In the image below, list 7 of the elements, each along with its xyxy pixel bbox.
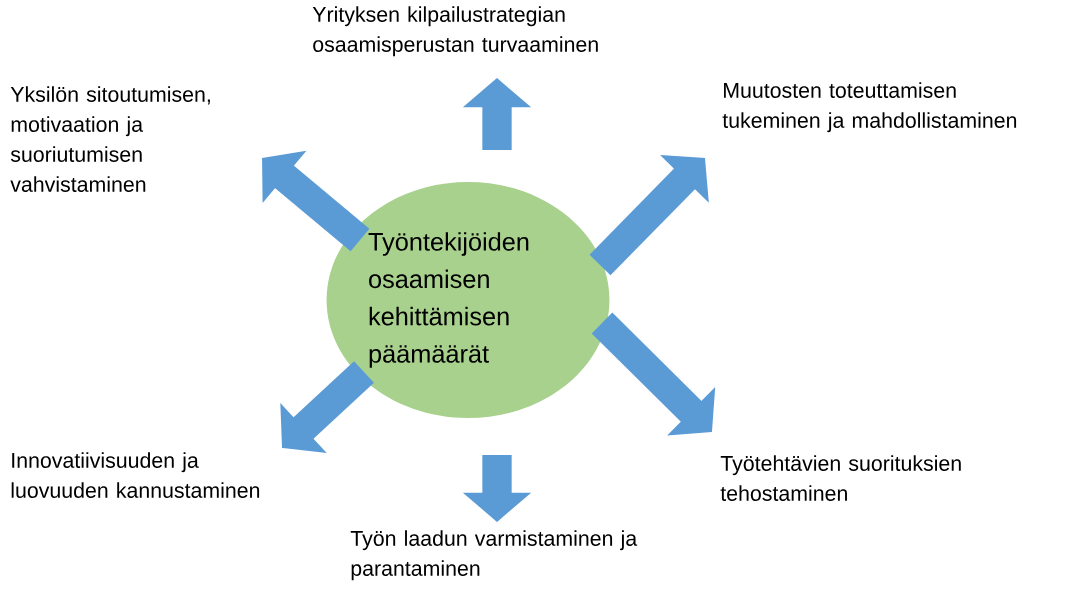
block-arrow	[280, 361, 374, 454]
text-label: Muutosten toteuttamisen tukeminen ja mahdollistaminen	[722, 82, 1017, 133]
text-label: Työtehtävien suorituksien tehostaminen	[720, 455, 961, 501]
text-label: Yksilön sitoutumisen, motivaation ja suoriutumisen vahvistaminen	[10, 86, 210, 192]
text-label: Innovatiivisuuden ja luovuuden kannustaminen	[11, 452, 260, 498]
text-label: Työn laadun varmistaminen ja parantaminen	[350, 530, 638, 581]
text-label: Yrityksen kilpailustrategian osaamisperustan turvaaminen	[312, 6, 598, 57]
